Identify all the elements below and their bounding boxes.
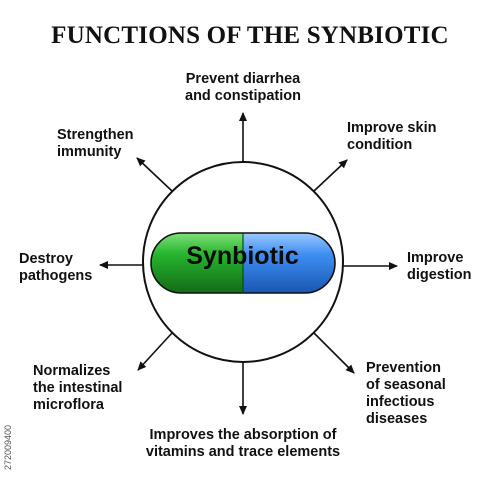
capsule-blue-half	[243, 233, 335, 293]
label-top-right-line-2: condition	[347, 137, 413, 153]
label-top-line-2: and constipation	[185, 88, 301, 104]
label-left-line-2: pathogens	[19, 268, 93, 284]
arrow-bottom-right	[313, 332, 355, 374]
arrow-bottom-left	[137, 332, 173, 371]
center-label: Synbiotic	[186, 242, 299, 270]
arrow-top-right	[313, 159, 348, 192]
capsule-green-half	[151, 233, 243, 293]
capsule-pill	[150, 232, 336, 294]
label-top-left: Strengthen immunity	[57, 127, 134, 161]
diagram-title: FUNCTIONS OF THE SYNBIOTIC	[51, 22, 449, 49]
label-top-left-line-1: Strengthen	[57, 127, 134, 143]
label-bottom-left-line-1: Normalizes	[33, 363, 111, 379]
label-bottom-left-line-3: microflora	[33, 397, 104, 413]
arrow-top-left	[136, 157, 173, 192]
label-top-right: Improve skin condition	[347, 120, 436, 154]
label-left-line-1: Destroy	[19, 251, 73, 267]
label-left: Destroy pathogens	[19, 251, 92, 285]
label-top: Prevent diarrhea and constipation	[163, 71, 323, 105]
label-bottom-line-2: vitamins and trace elements	[145, 444, 341, 460]
label-right-line-2: digestion	[407, 267, 472, 283]
label-bottom-right-line-3: infectious	[366, 394, 435, 410]
label-top-line-1: Prevent diarrhea	[185, 71, 301, 87]
label-bottom: Improves the absorption of vitamins and …	[125, 427, 361, 461]
label-right: Improve digestion	[407, 250, 471, 284]
label-top-left-line-2: immunity	[57, 144, 122, 160]
image-id-text: 272009400	[3, 424, 13, 470]
label-bottom-right: Prevention of seasonal infectious diseas…	[366, 360, 446, 428]
label-right-line-1: Improve	[407, 250, 464, 266]
label-bottom-right-line-2: of seasonal	[366, 377, 446, 393]
label-top-right-line-1: Improve skin	[347, 120, 437, 136]
label-bottom-right-line-4: diseases	[366, 411, 428, 427]
label-bottom-line-1: Improves the absorption of	[149, 427, 337, 443]
label-bottom-left: Normalizes the intestinal microflora	[33, 363, 122, 414]
label-bottom-left-line-2: the intestinal	[33, 380, 123, 396]
label-bottom-right-line-1: Prevention	[366, 360, 441, 376]
